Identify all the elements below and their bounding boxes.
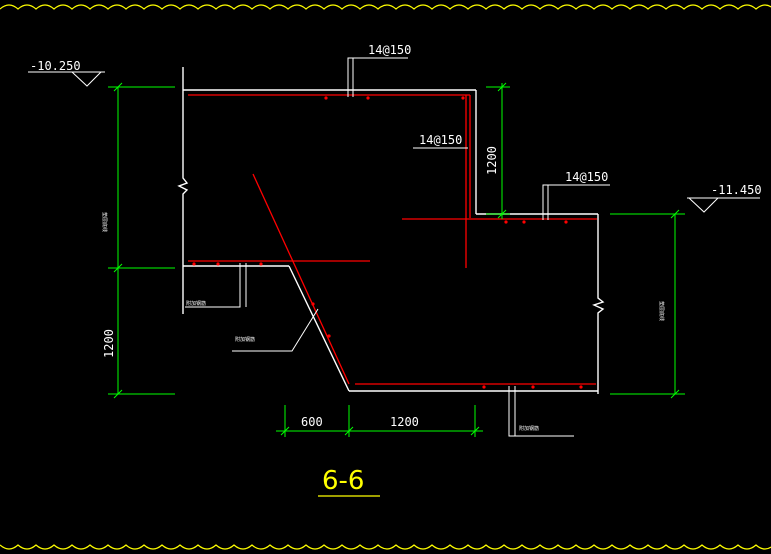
dimension-bottom-left: 600 — [301, 415, 323, 429]
elevation-marker-left — [28, 71, 105, 87]
note-left-upper: 垫层底线 — [101, 212, 108, 232]
elevation-right-label: -11.450 — [711, 183, 762, 197]
dimension-step-vertical: 1200 — [485, 146, 499, 175]
bottom-wavy-border — [0, 544, 771, 550]
note-left-low: 附加钢筋 — [235, 336, 255, 343]
rebar-lines — [188, 94, 597, 385]
note-right-upper: 垫层底线 — [658, 301, 665, 321]
concrete-outline — [177, 67, 605, 394]
elevation-left-label: -10.250 — [30, 59, 81, 73]
top-wavy-border — [0, 4, 771, 10]
rebar-label-right: 14@150 — [565, 170, 608, 184]
rebar-label-middle: 14@150 — [419, 133, 462, 147]
rebar-dots — [192, 96, 583, 389]
leader-lines — [185, 57, 610, 437]
elevation-marker-right — [687, 197, 760, 213]
dimension-lines — [108, 82, 685, 437]
note-left-mid: 附加钢筋 — [186, 300, 206, 307]
dimension-bottom-right: 1200 — [390, 415, 419, 429]
note-bottom: 附加钢筋 — [519, 425, 539, 432]
rebar-label-top: 14@150 — [368, 43, 411, 57]
section-title: 6-6 — [322, 466, 364, 496]
dimension-left-vertical: 1200 — [102, 329, 116, 358]
